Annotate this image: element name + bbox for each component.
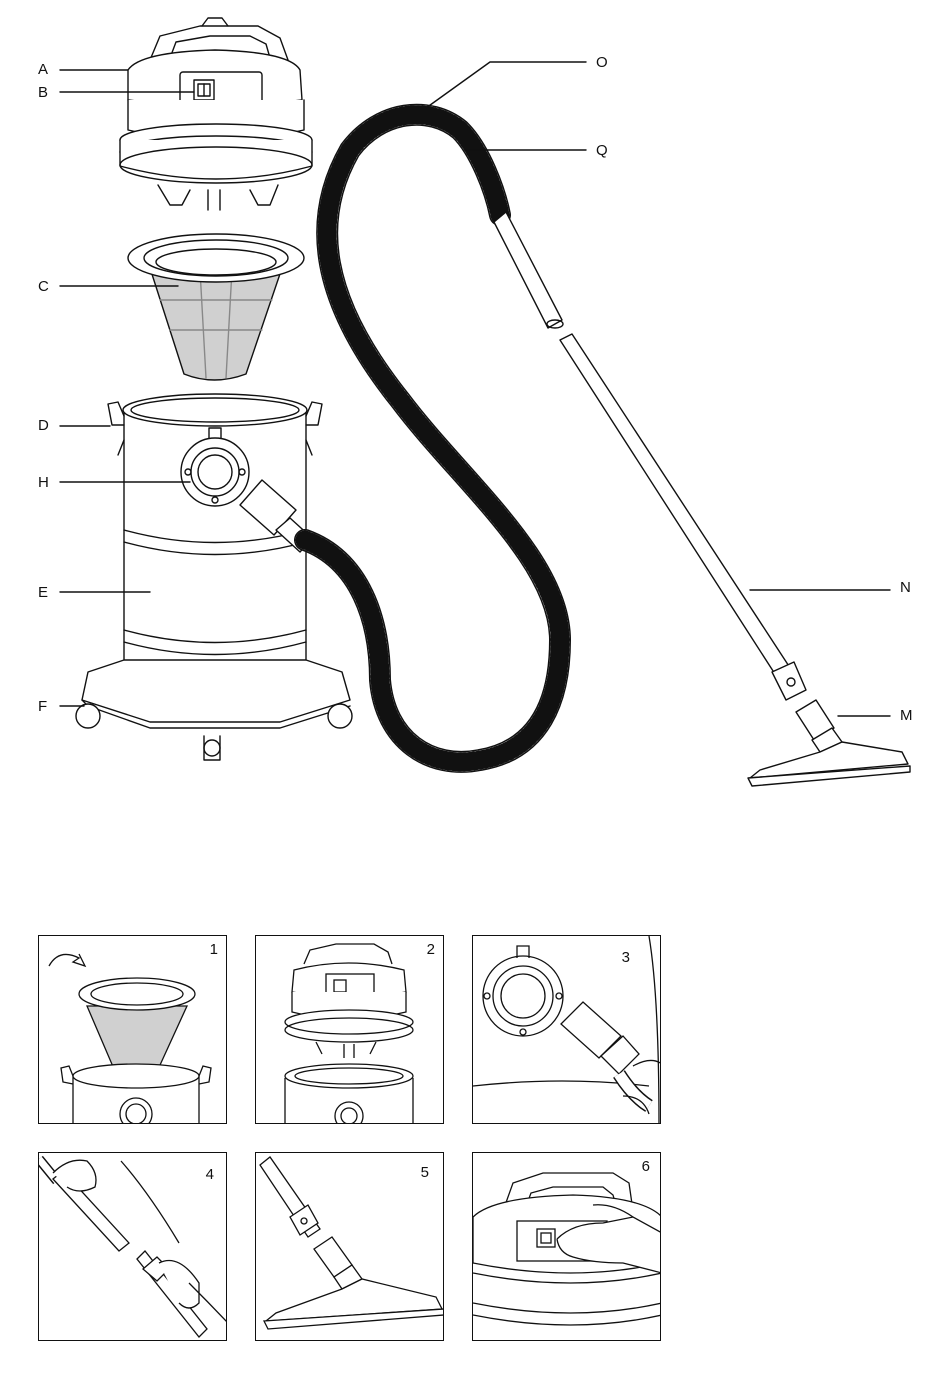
label-f: F (38, 699, 47, 714)
label-m: M (900, 708, 913, 723)
label-o: O (596, 55, 608, 70)
tube-assemble-icon (39, 1153, 227, 1341)
step-panel-2: 2 (255, 935, 444, 1124)
extension-tubes-icon (494, 212, 806, 700)
label-d: D (38, 418, 49, 433)
step-panel-6: 6 (472, 1152, 661, 1341)
hose-connect-icon (473, 936, 661, 1124)
step-number-6: 6 (642, 1159, 650, 1174)
motor-head-fit-icon (256, 936, 444, 1124)
step-panel-3: 3 (472, 935, 661, 1124)
step-panel-1: 1 (38, 935, 227, 1124)
label-n: N (900, 580, 911, 595)
floor-nozzle-icon (256, 1153, 444, 1341)
step-number-2: 2 (427, 942, 435, 957)
label-h: H (38, 475, 49, 490)
step-number-5: 5 (421, 1165, 429, 1180)
main-illustration (0, 0, 950, 820)
floor-nozzle-icon (748, 700, 910, 786)
step-panel-4: 4 (38, 1152, 227, 1341)
label-q: Q (596, 143, 608, 158)
motor-head-icon (120, 18, 312, 210)
step-panel-5: 5 (255, 1152, 444, 1341)
tank-icon (76, 394, 352, 760)
filter-cone-icon (128, 234, 304, 380)
label-c: C (38, 279, 49, 294)
label-b: B (38, 85, 48, 100)
power-switch-icon (473, 1153, 661, 1341)
step-number-4: 4 (206, 1167, 214, 1182)
label-a: A (38, 62, 48, 77)
step-number-1: 1 (210, 942, 218, 957)
label-e: E (38, 585, 48, 600)
step-number-3: 3 (622, 950, 630, 965)
filter-insert-icon (39, 936, 227, 1124)
